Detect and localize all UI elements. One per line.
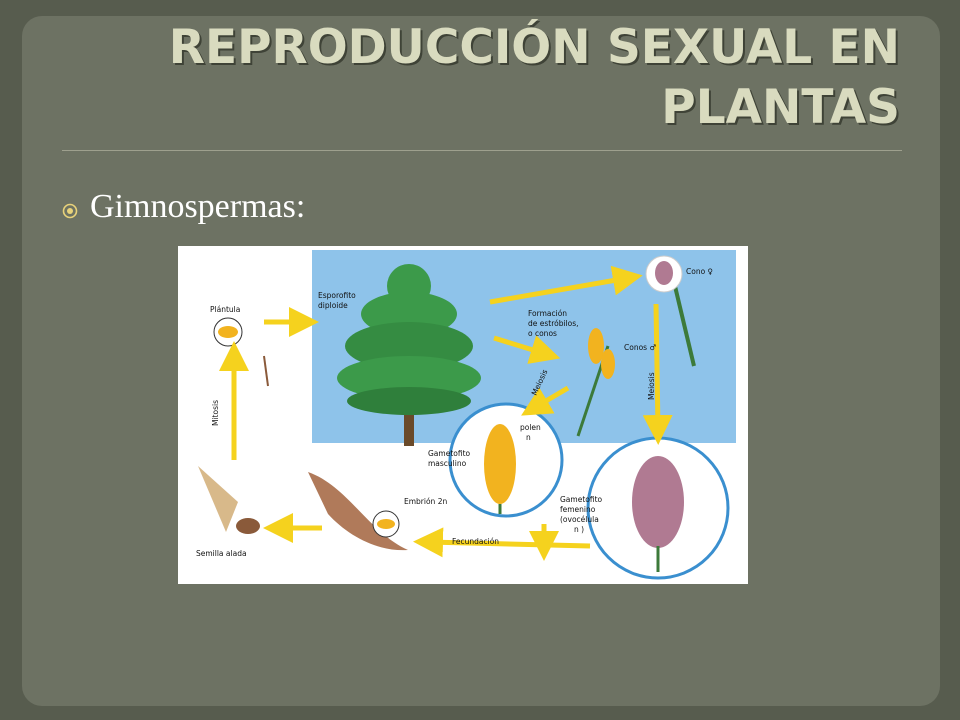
arrow-to-female-cone xyxy=(489,265,643,305)
gymnosperm-life-cycle-figure: Esporofito diploide Formación de estróbi… xyxy=(178,246,748,584)
embryo-seed-icon xyxy=(308,472,408,551)
slide-title-line1: REPRODUCCIÓN SEXUAL EN xyxy=(168,20,900,75)
label-gametofito-masc-2: masculino xyxy=(428,459,467,468)
arrow-fecundacion xyxy=(413,527,591,558)
label-esporofito-2: diploide xyxy=(318,301,348,310)
label-fecundacion: Fecundación xyxy=(452,537,499,546)
label-plantula: Plántula xyxy=(210,305,240,314)
label-gametofito-masc-1: Gametofito xyxy=(428,449,471,458)
label-gametofito-fem-2: femenino xyxy=(560,505,596,514)
label-cono-female: Cono ♀ xyxy=(686,267,713,276)
label-mitosis: Mitosis xyxy=(211,400,220,426)
label-formacion-3: o conos xyxy=(528,329,557,338)
cycle-arrows xyxy=(219,265,673,561)
arrow-meiosis-female xyxy=(642,303,673,445)
label-conos-male: Conos ♂ xyxy=(624,343,656,352)
label-semilla: Semilla alada xyxy=(196,549,247,558)
arrow-meiosis-male xyxy=(521,385,570,416)
label-formacion-2: de estróbilos, xyxy=(528,319,579,328)
label-gametofito-fem-1: Gametofito xyxy=(560,495,603,504)
circled-dot-icon xyxy=(62,189,78,229)
arrow-to-male-cones xyxy=(493,335,561,364)
male-gametophyte-circle xyxy=(448,402,564,518)
label-esporofito-1: Esporofito xyxy=(318,291,356,300)
label-polen-2: n xyxy=(526,433,531,442)
label-formacion-1: Formación xyxy=(528,309,567,318)
label-gametofito-fem-4: n ) xyxy=(574,525,584,534)
bullet-item: Gimnospermas: xyxy=(62,187,305,229)
label-polen-1: polen xyxy=(520,423,541,432)
pine-tree-icon xyxy=(337,264,481,446)
winged-seed-icon xyxy=(198,466,260,534)
female-gametophyte-circle xyxy=(586,436,730,580)
seedling-icon xyxy=(213,317,269,387)
male-cones-branch-icon xyxy=(576,328,615,437)
label-gametofito-fem-3: (ovocélula xyxy=(560,515,599,524)
slide-title-line2: PLANTAS xyxy=(661,80,900,135)
title-divider xyxy=(62,150,902,151)
life-cycle-diagram: Esporofito diploide Formación de estróbi… xyxy=(196,250,736,580)
bullet-text: Gimnospermas: xyxy=(90,188,306,225)
female-cone-branch-icon xyxy=(645,255,696,367)
label-meiosis-right: Meiosis xyxy=(647,372,656,400)
label-embrion: Embrión 2n xyxy=(404,497,447,506)
